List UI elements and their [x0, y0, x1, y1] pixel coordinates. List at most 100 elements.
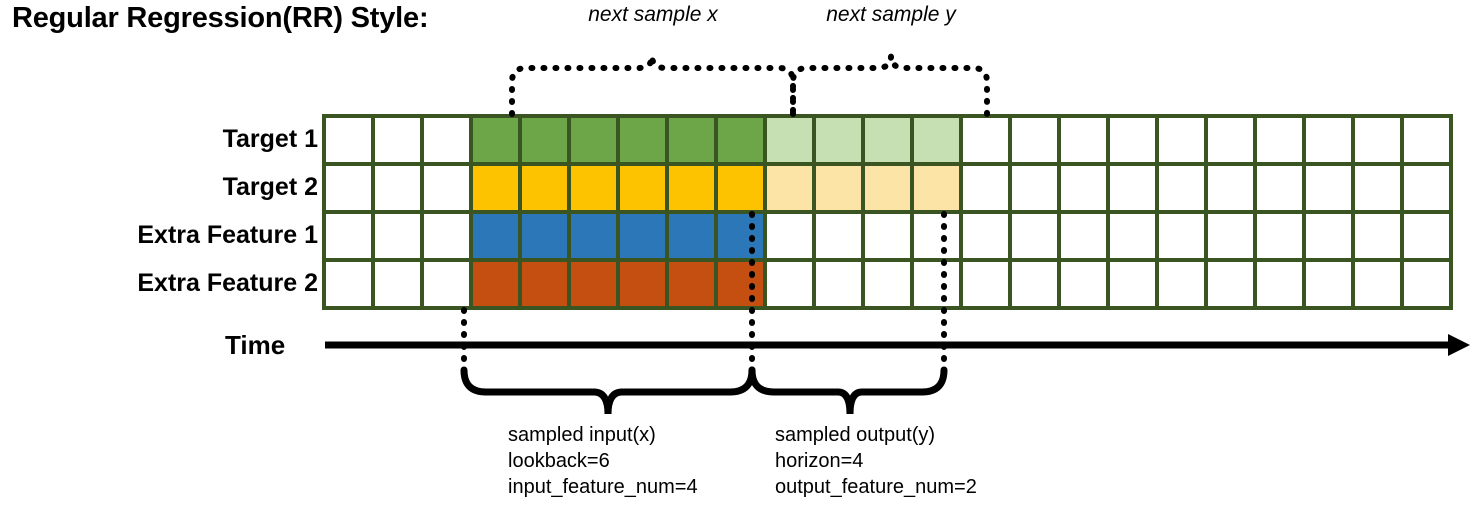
grid-cell-empty	[1208, 262, 1253, 306]
grid-cell-empty	[326, 166, 371, 210]
row-label-extra-feature-1: Extra Feature 1	[137, 221, 318, 249]
grid-cell-empty	[1257, 166, 1302, 210]
grid-cell-empty	[865, 262, 910, 306]
grid-cell-input	[718, 214, 763, 258]
grid-cell-empty	[865, 214, 910, 258]
grid-cell-input	[620, 118, 665, 162]
grid-cell-output	[767, 166, 812, 210]
top-brace-y	[790, 55, 990, 117]
grid-cell-output	[865, 118, 910, 162]
grid-cell-empty	[1257, 214, 1302, 258]
grid-cell-output	[767, 118, 812, 162]
grid-cell-empty	[1355, 262, 1400, 306]
grid-cell-empty	[1355, 214, 1400, 258]
grid-cell-empty	[1306, 118, 1351, 162]
grid-cell-empty	[424, 214, 469, 258]
grid-cell-input	[522, 214, 567, 258]
grid-cell-input	[718, 166, 763, 210]
grid-cell-input	[571, 118, 616, 162]
grid-cell-empty	[963, 262, 1008, 306]
grid-cell-input	[473, 118, 518, 162]
brace-label-next-sample-y: next sample y	[826, 3, 956, 26]
grid-cell-empty	[1159, 166, 1204, 210]
grid-cell-empty	[1404, 262, 1449, 306]
grid-cell-empty	[914, 262, 959, 306]
grid-cell-output	[914, 118, 959, 162]
grid-cell-empty	[1012, 214, 1057, 258]
grid-cell-input	[718, 118, 763, 162]
grid-cell-empty	[1159, 214, 1204, 258]
grid-cell-empty	[1257, 118, 1302, 162]
grid-cell-empty	[816, 262, 861, 306]
grid-cell-input	[571, 262, 616, 306]
caption-sampled-output: sampled output(y) horizon=4 output_featu…	[775, 422, 977, 500]
caption-output-title: sampled output(y)	[775, 424, 936, 446]
grid-cell-empty	[1208, 214, 1253, 258]
caption-sampled-input: sampled input(x) lookback=6 input_featur…	[508, 422, 698, 500]
grid-cell-empty	[1061, 214, 1106, 258]
grid-cell-input	[718, 262, 763, 306]
grid-row	[326, 262, 1449, 306]
grid-cell-input	[669, 262, 714, 306]
grid-cell-empty	[1110, 262, 1155, 306]
caption-input-feature-num: input_feature_num=4	[508, 476, 698, 498]
grid-cell-empty	[1306, 214, 1351, 258]
grid-cell-empty	[1012, 166, 1057, 210]
grid-cell-empty	[767, 262, 812, 306]
grid-cell-empty	[326, 214, 371, 258]
top-brace-x	[509, 55, 796, 117]
grid-cell-output	[865, 166, 910, 210]
caption-output-horizon: horizon=4	[775, 450, 864, 472]
grid-cell-empty	[1355, 118, 1400, 162]
grid-cell-empty	[1355, 166, 1400, 210]
grid-cell-empty	[1208, 166, 1253, 210]
grid-row	[326, 118, 1449, 162]
grid-cell-empty	[424, 118, 469, 162]
grid-cell-empty	[424, 262, 469, 306]
grid-cell-input	[473, 214, 518, 258]
time-axis-label: Time	[225, 330, 286, 360]
grid-cell-empty	[326, 118, 371, 162]
grid-cell-empty	[375, 214, 420, 258]
grid-cell-input	[620, 262, 665, 306]
page-title: Regular Regression(RR) Style:	[12, 2, 429, 34]
grid-cell-empty	[424, 166, 469, 210]
grid-cell-empty	[963, 118, 1008, 162]
grid-row	[326, 214, 1449, 258]
grid-cell-input	[669, 166, 714, 210]
grid-cell-input	[620, 166, 665, 210]
grid-cell-empty	[1012, 118, 1057, 162]
grid-cell-empty	[914, 214, 959, 258]
grid-cell-empty	[1061, 262, 1106, 306]
grid-cell-empty	[326, 262, 371, 306]
time-axis-arrowhead	[1448, 334, 1470, 356]
grid-cell-empty	[1159, 262, 1204, 306]
grid-cell-empty	[1404, 214, 1449, 258]
grid-cell-input	[522, 118, 567, 162]
grid-cell-input	[522, 262, 567, 306]
bottom-brace-output	[748, 366, 948, 415]
grid-cell-empty	[1306, 262, 1351, 306]
grid-cell-empty	[375, 166, 420, 210]
grid-cell-output	[914, 166, 959, 210]
row-label-target-1: Target 1	[222, 125, 318, 153]
grid-cell-empty	[1306, 166, 1351, 210]
grid-cell-empty	[1110, 118, 1155, 162]
row-label-extra-feature-2: Extra Feature 2	[137, 269, 318, 297]
grid-cell-empty	[1208, 118, 1253, 162]
grid-cell-empty	[1404, 166, 1449, 210]
grid-cell-empty	[1110, 214, 1155, 258]
grid-cell-output	[816, 166, 861, 210]
grid-cell-empty	[1061, 166, 1106, 210]
bottom-brace-input	[460, 366, 756, 415]
grid-cell-input	[669, 118, 714, 162]
grid-cell-empty	[1012, 262, 1057, 306]
grid-cell-input	[669, 214, 714, 258]
grid-cell-empty	[1159, 118, 1204, 162]
grid-cell-empty	[963, 214, 1008, 258]
grid-cell-empty	[1061, 118, 1106, 162]
grid-cell-empty	[1110, 166, 1155, 210]
timeseries-grid	[322, 114, 1453, 310]
grid-cell-empty	[963, 166, 1008, 210]
